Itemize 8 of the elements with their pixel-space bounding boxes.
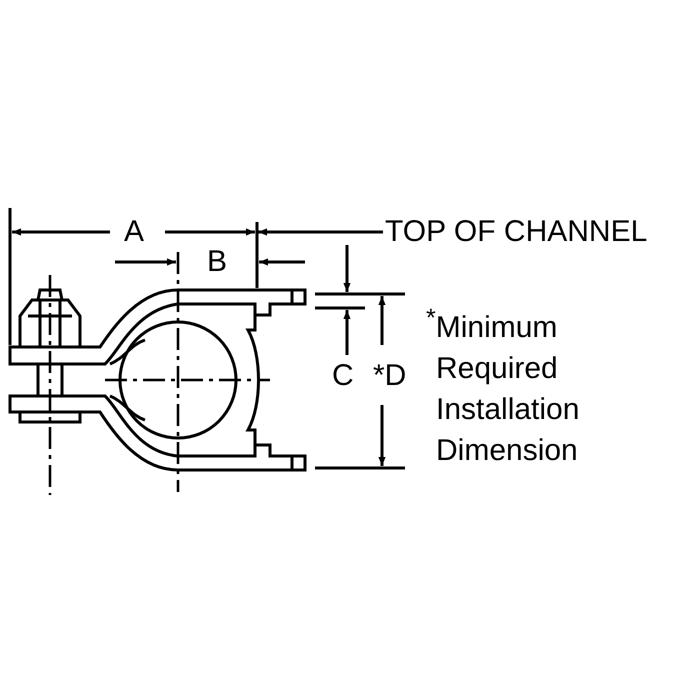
callout-text: TOP OF CHANNEL (385, 216, 648, 248)
extension-line (256, 222, 258, 288)
dimension-label: B (207, 246, 228, 278)
dimension-label: *D (373, 360, 406, 392)
dimension-label: A (124, 216, 144, 248)
dimension-label: C (332, 360, 354, 392)
leader-line (258, 228, 383, 236)
note-text: $^{*}$Minimum Required Installation Dimension (425, 303, 580, 469)
